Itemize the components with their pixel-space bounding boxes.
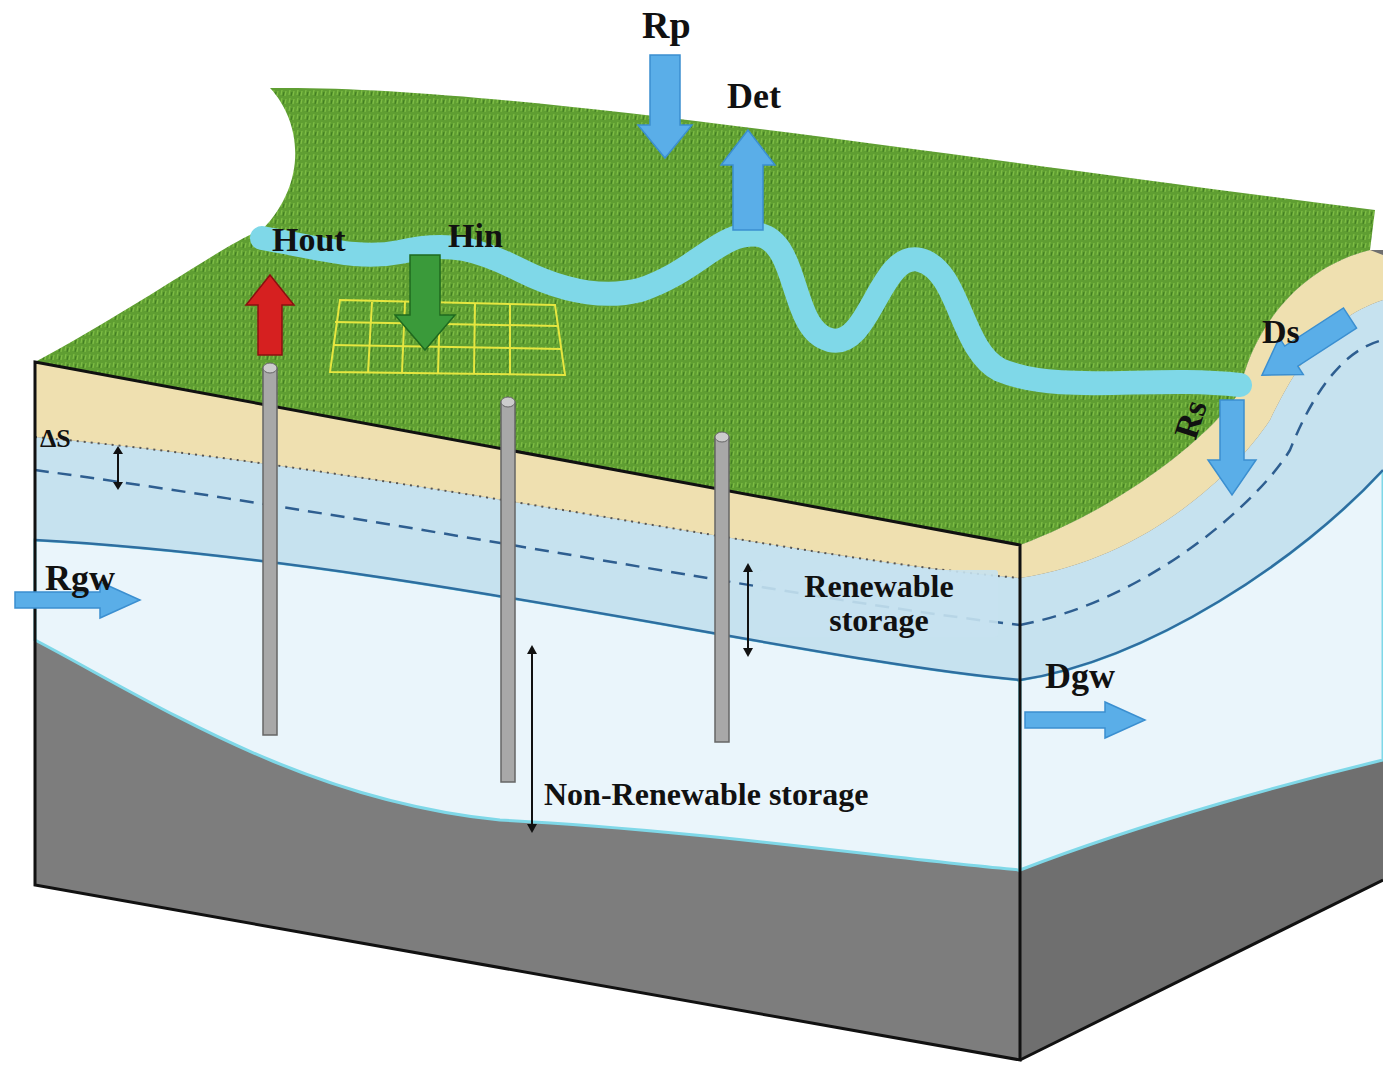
flux-arrows (15, 55, 1362, 738)
river (262, 235, 1240, 385)
block-edge (1020, 880, 1383, 1060)
flux-label: Hout (272, 222, 346, 258)
flux-label: Rgw (45, 560, 115, 598)
withdrawal-arrow (246, 275, 294, 355)
flux-label: Ds (1262, 314, 1300, 350)
renewable-bottom (35, 540, 1020, 680)
flux-label: Rp (642, 6, 691, 46)
return-flow-arrow (395, 255, 455, 350)
zone-label: Renewable storage (760, 570, 998, 637)
wells (263, 363, 729, 782)
storage-change-label: ΔS (40, 425, 71, 452)
flux-label: Hin (448, 218, 503, 254)
flux-label: Dgw (1045, 658, 1115, 696)
dimension-arrows (113, 446, 753, 833)
irrigated-field (330, 300, 565, 375)
land-surface (35, 88, 1375, 545)
flux-label: Det (727, 78, 781, 116)
block-outline (35, 362, 1020, 1060)
zone-label: Non-Renewable storage (544, 778, 868, 812)
